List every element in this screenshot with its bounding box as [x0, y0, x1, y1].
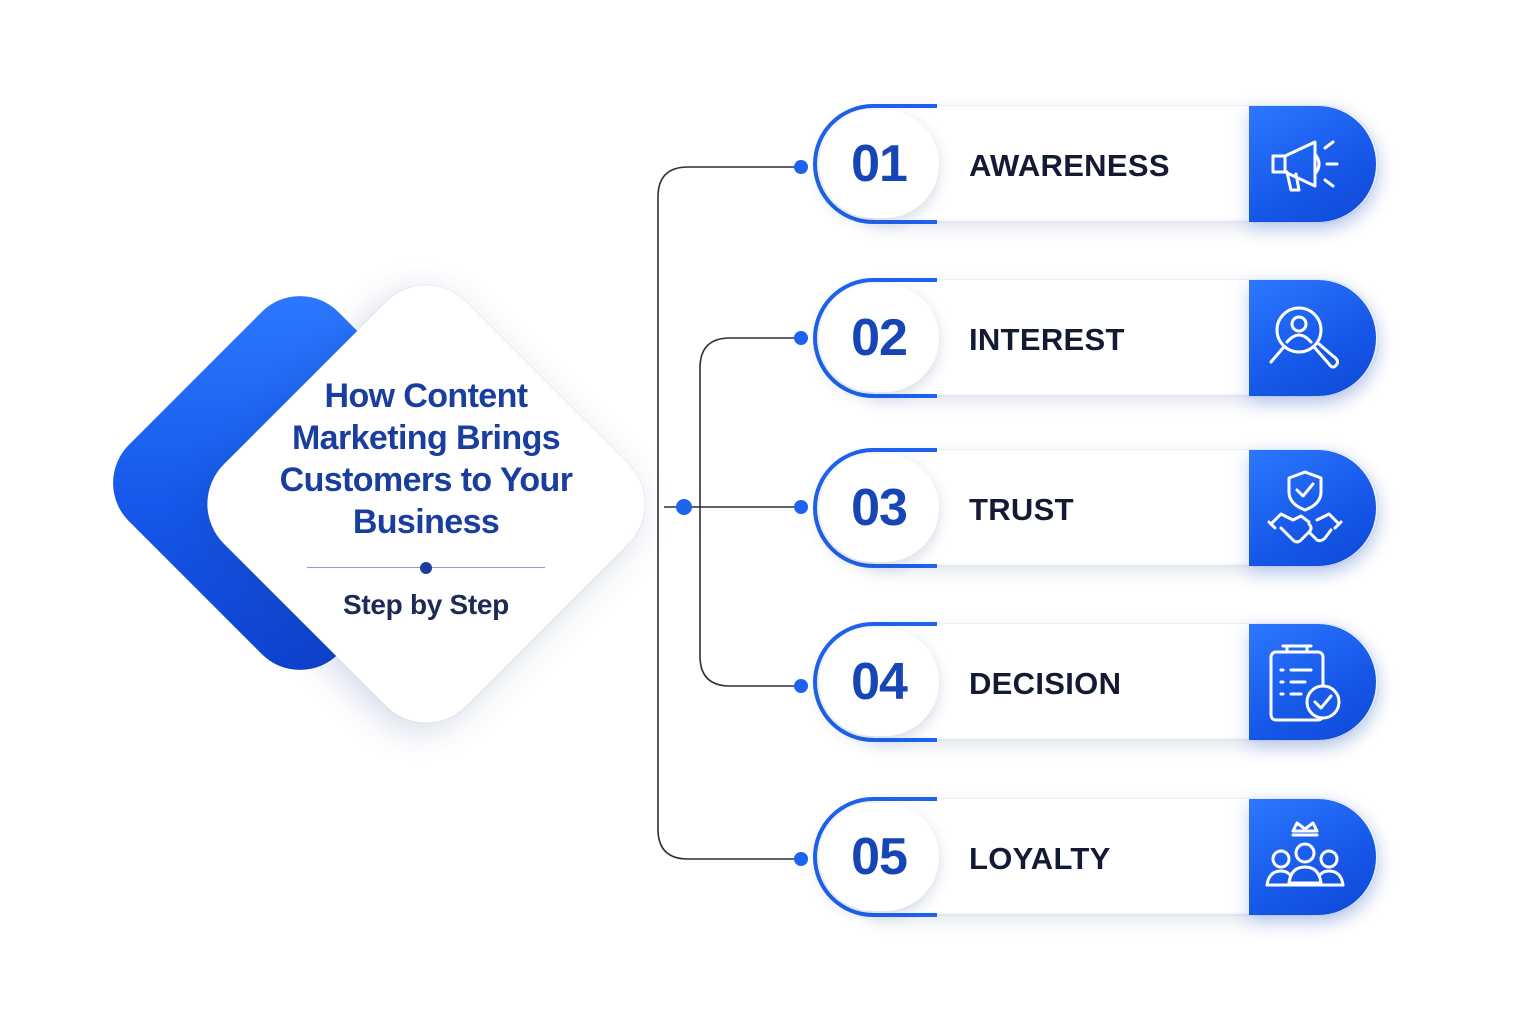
step-label: LOYALTY [969, 841, 1111, 876]
step-label: DECISION [969, 666, 1122, 701]
hero-subtitle: Step by Step [343, 589, 509, 620]
step-label: AWARENESS [969, 148, 1170, 183]
step-interest: 02 INTEREST [813, 278, 1378, 402]
step-icon-tile [1249, 450, 1376, 566]
step-ring [813, 104, 937, 224]
connector-step-04 [699, 507, 801, 687]
hero-divider-dot [420, 562, 432, 574]
step-number: 04 [851, 653, 908, 711]
step-number: 02 [851, 309, 908, 367]
step-awareness: 01 AWARENESS [813, 104, 1378, 228]
hero-title: How Content Marketing Brings Customers t… [279, 377, 573, 541]
step-number-badge: 01 [819, 110, 939, 218]
step-decision: 04 DECISION [813, 622, 1378, 746]
step-number: 05 [851, 828, 908, 886]
connector-step-05 [657, 507, 801, 860]
connector-step-02 [699, 337, 801, 507]
step-number: 01 [851, 135, 908, 193]
connector-dot-02 [794, 331, 808, 345]
step-number: 03 [851, 479, 908, 537]
step-label: INTEREST [969, 322, 1125, 357]
megaphone-icon [1271, 140, 1339, 192]
step-icon-tile [1249, 280, 1376, 396]
team-crown-icon [1265, 821, 1345, 887]
step-ring [813, 622, 937, 742]
step-loyalty: 05 LOYALTY [813, 797, 1378, 921]
connector-dot-01 [794, 160, 808, 174]
step-trust: 03 TRUST [813, 448, 1378, 572]
step-icon-tile [1249, 624, 1376, 740]
step-icon-tile [1249, 799, 1376, 915]
step-number-badge: 05 [819, 803, 939, 911]
step-number-badge: 03 [819, 454, 939, 562]
connector-dot-03 [794, 500, 808, 514]
step-ring [813, 797, 937, 917]
step-label: TRUST [969, 492, 1074, 527]
shield-handshake-icon [1267, 470, 1343, 544]
step-number-badge: 04 [819, 628, 939, 736]
connector-hub-dot [676, 499, 692, 515]
step-ring [813, 278, 937, 398]
connector-step-01 [657, 166, 801, 507]
hero-text-block: How Content Marketing Brings Customers t… [248, 375, 604, 621]
hero-divider [307, 561, 545, 575]
connector-dot-04 [794, 679, 808, 693]
step-icon-tile [1249, 106, 1376, 222]
clipboard-check-icon [1269, 644, 1341, 722]
magnifier-person-icon [1269, 306, 1339, 369]
connector-dot-05 [794, 852, 808, 866]
step-number-badge: 02 [819, 284, 939, 392]
step-ring [813, 448, 937, 568]
